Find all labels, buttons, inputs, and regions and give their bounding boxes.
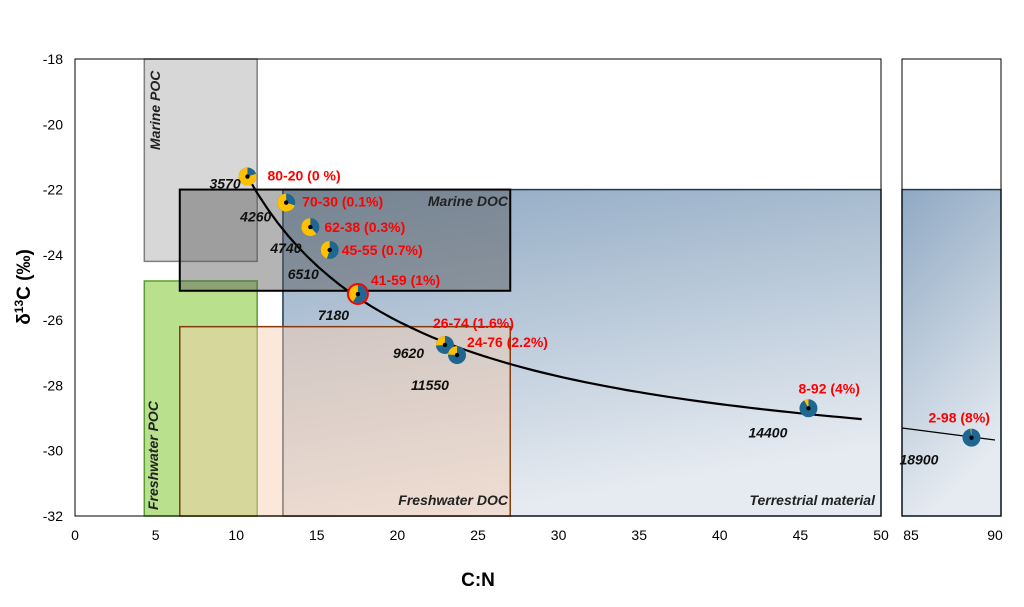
data-point: 80-20 (0 %) 3570: [209, 167, 341, 192]
point-label: 80-20 (0 %): [267, 168, 340, 184]
region-label-freshwater-poc: Freshwater POC: [145, 400, 161, 510]
pie-marine-slice: [970, 428, 972, 438]
point-center-dot: [442, 342, 448, 348]
data-point: 2-98 (8%) 18900: [899, 410, 989, 468]
x-tick-label: 20: [390, 527, 406, 543]
region-terrestrial-material: [282, 188, 882, 517]
x-tick-label-break: 90: [987, 527, 1003, 543]
point-center-dot: [969, 435, 974, 440]
data-point: 24-76 (2.2%) 11550: [411, 334, 548, 393]
plot-frame: [74, 58, 882, 517]
region-marine-doc: [178, 188, 512, 292]
pie-marine-slice: [435, 335, 445, 346]
x-tick-label: 0: [71, 527, 79, 543]
point-label: 41-59 (1%): [371, 272, 440, 288]
break-panel-frame: [901, 58, 1002, 517]
region-label-marine-doc: Marine DOC: [428, 193, 509, 209]
y-tick-label: -18: [43, 51, 63, 67]
point-age-label: 11550: [411, 377, 449, 393]
point-label: 24-76 (2.2%): [467, 334, 548, 350]
data-point: 8-92 (4%) 14400: [748, 380, 859, 440]
point-center-dot: [245, 174, 250, 179]
data-point: 26-74 (1.6%) 9620: [393, 315, 514, 361]
x-tick-label: 10: [228, 527, 244, 543]
x-tick-label: 40: [712, 527, 728, 543]
x-tick-label: 25: [470, 527, 486, 543]
x-tick-label: 5: [152, 527, 160, 543]
x-tick-label: 30: [551, 527, 567, 543]
pie-marine-slice: [348, 285, 358, 302]
y-tick-label: -20: [43, 116, 63, 132]
y-tick-label: -30: [43, 443, 63, 459]
point-age-label: 7180: [318, 307, 349, 323]
point-label: 70-30 (0.1%): [302, 194, 383, 210]
x-tick-label: 15: [309, 527, 325, 543]
point-center-dot: [327, 247, 332, 253]
data-point: 70-30 (0.1%) 4260: [239, 193, 383, 225]
data-point: 41-59 (1%) 7180: [318, 272, 440, 323]
x-tick-label: 45: [793, 527, 809, 543]
region-label-terrestrial-material: Terrestrial material: [749, 492, 876, 508]
y-tick-label: -22: [43, 182, 63, 198]
data-point: 45-55 (0.7%) 6510: [288, 240, 423, 282]
x-tick-label-break: 85: [903, 527, 919, 543]
x-axis-label: C:N: [461, 570, 495, 591]
point-center-dot: [308, 224, 313, 230]
data-point: 62-38 (0.3%) 4740: [269, 218, 405, 256]
point-age-label: 18900: [899, 452, 938, 468]
region-freshwater-poc: [143, 280, 258, 517]
highlight-ring: [346, 283, 369, 306]
point-center-dot: [454, 352, 460, 358]
point-age-label: 6510: [288, 266, 319, 282]
point-label: 8-92 (4%): [798, 380, 859, 396]
point-age-label: 14400: [748, 424, 787, 440]
x-tick-label: 35: [631, 527, 647, 543]
point-label: 62-38 (0.3%): [324, 219, 405, 235]
point-label: 45-55 (0.7%): [342, 242, 423, 258]
point-center-dot: [806, 406, 811, 411]
point-center-dot: [355, 291, 361, 297]
pie-marine-slice: [448, 346, 458, 356]
x-tick-label: 50: [873, 527, 889, 543]
y-axis-label: δ13C (‰): [12, 249, 35, 325]
point-label: 2-98 (8%): [928, 410, 989, 426]
y-tick-label: -28: [43, 377, 63, 393]
point-age-label: 3570: [209, 176, 240, 192]
region-label-marine-poc: Marine POC: [147, 70, 163, 150]
region-terrestrial-material-break-panel: [901, 188, 1002, 517]
pie-marine-slice: [804, 399, 809, 409]
y-tick-label: -32: [43, 508, 63, 524]
y-tick-label: -26: [43, 312, 63, 328]
pie-marine-slice: [320, 240, 330, 259]
region-label-freshwater-doc: Freshwater DOC: [398, 492, 509, 508]
point-age-label: 4740: [269, 240, 301, 256]
point-label: 26-74 (1.6%): [433, 315, 514, 331]
point-age-label: 4260: [239, 209, 271, 225]
point-center-dot: [283, 200, 289, 205]
point-age-label: 9620: [393, 345, 424, 361]
y-tick-label: -24: [43, 247, 63, 263]
